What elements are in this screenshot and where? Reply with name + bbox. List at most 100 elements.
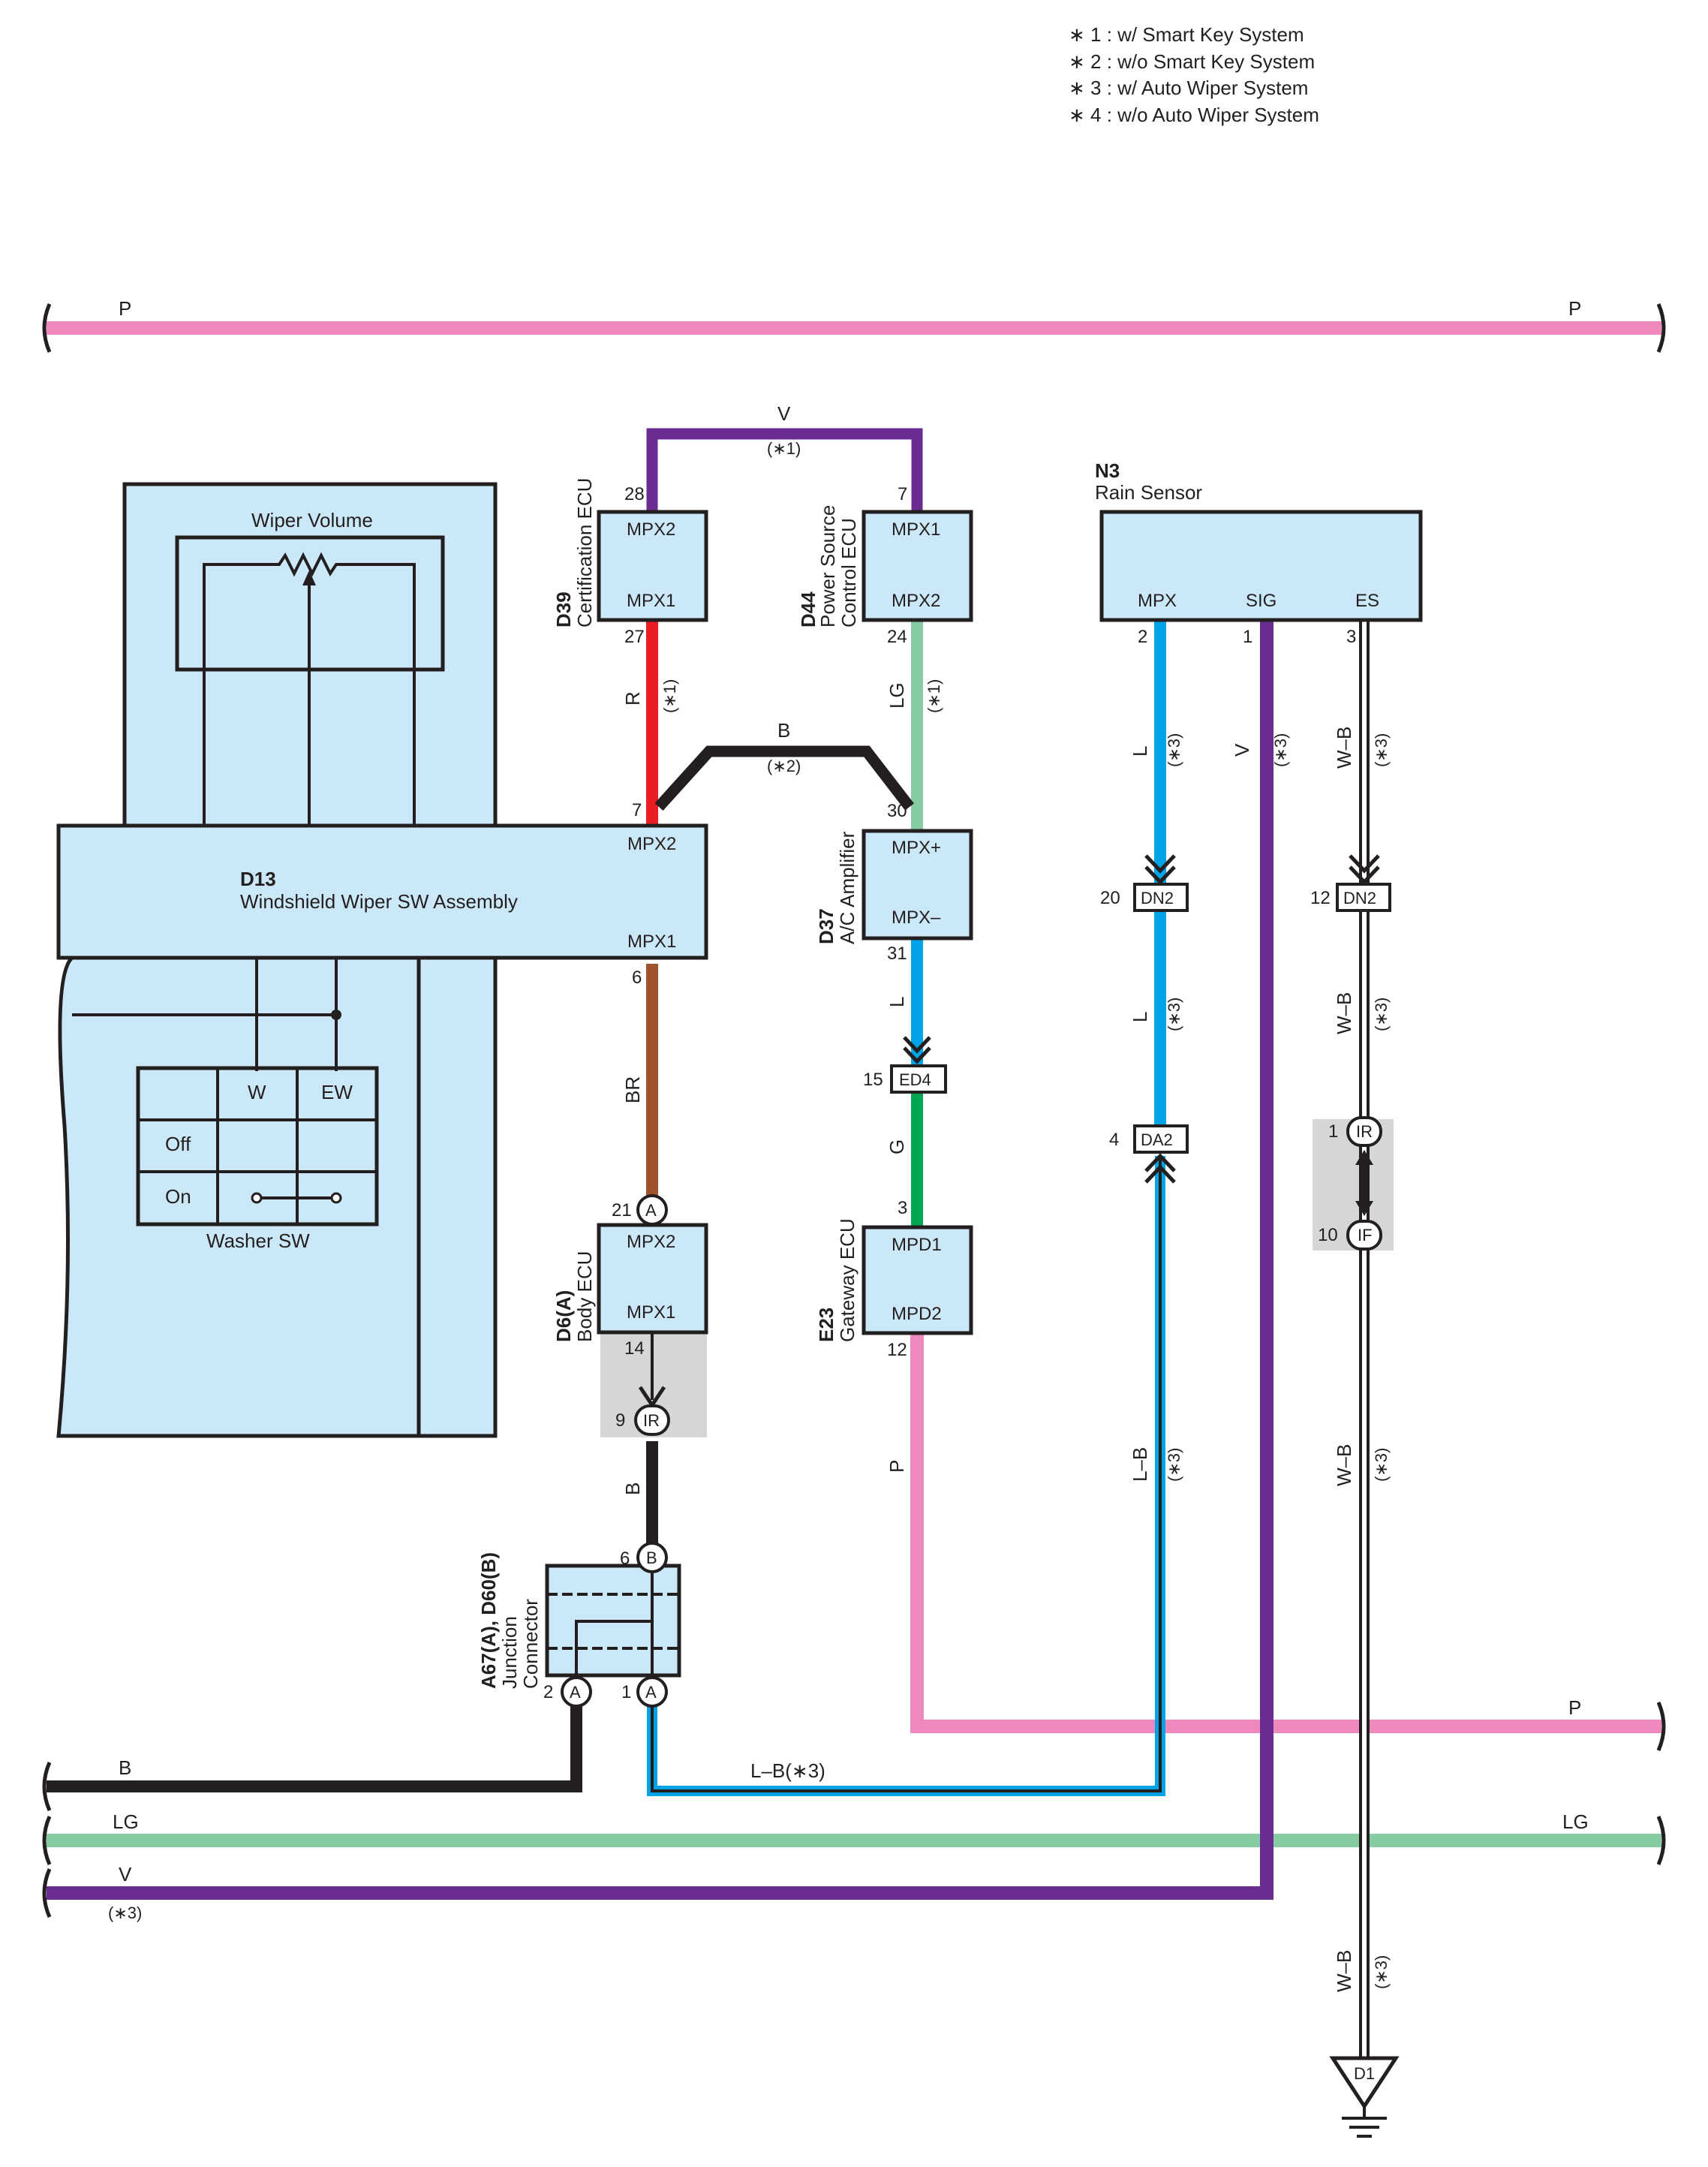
d37-pin-top: MPX+	[892, 838, 941, 858]
wiper-volume-label: Wiper Volume	[251, 509, 373, 531]
n3-box	[1099, 510, 1423, 622]
wire-v-n3	[47, 620, 1273, 1900]
label-wb-mid-note: (∗3)	[1372, 998, 1391, 1031]
label-v-bottom-note: (∗3)	[108, 1904, 142, 1922]
e23-pin-bottom: MPD2	[892, 1304, 942, 1324]
label-p-top-right: P	[1568, 297, 1581, 320]
label-r: R	[621, 691, 644, 706]
ground-d1: D1	[1329, 2056, 1400, 2138]
label-wb-n3-note: (∗3)	[1372, 733, 1391, 767]
label-l-n3: L	[1129, 746, 1151, 757]
n3-pin-es: ES	[1355, 591, 1379, 611]
ir-if-splice: IR 1 IF 10	[1313, 1116, 1394, 1251]
dn2-left-pin: 20	[1100, 888, 1120, 908]
d13-pin-mpx1: MPX1	[627, 932, 676, 952]
if-n-connector	[1346, 1220, 1382, 1251]
d44-name-line2: Control ECU	[837, 518, 860, 628]
d44-pin-bottom: MPX2	[892, 591, 940, 611]
d44-code: D44	[797, 591, 819, 628]
break-p-top-left	[42, 302, 52, 354]
label-lg-upper-note: (∗1)	[925, 679, 943, 713]
dn2-right-pin: 12	[1310, 888, 1331, 908]
d37-code: D37	[815, 908, 837, 944]
washer-row-on: On	[165, 1185, 191, 1208]
e23-gateway-ecu: MPD1 MPD2 3 12 E23 Gateway ECU	[815, 1198, 973, 1360]
d39-box	[597, 510, 708, 622]
label-p-e23: P	[886, 1460, 908, 1473]
dn2-left-arrow-icon	[1144, 854, 1176, 885]
ed4-arrow-icon	[903, 1036, 931, 1064]
ir-n-connector	[1346, 1116, 1382, 1147]
e23-box	[862, 1225, 973, 1335]
d39-num-top: 28	[624, 484, 645, 504]
label-wb-mid: W–B	[1333, 992, 1355, 1034]
label-wb-ground-note: (∗3)	[1372, 1955, 1391, 1989]
junction-connector: B 6 A 2 A 1 A67(A), D60(B) Junction Conn…	[477, 1542, 681, 1708]
d13-main-bar	[56, 823, 708, 960]
n3-pin-sig: SIG	[1246, 591, 1276, 611]
n3-num-es: 3	[1346, 627, 1356, 647]
label-b-upper-note: (∗2)	[767, 757, 801, 775]
label-lb-horiz: L–B(∗3)	[750, 1759, 825, 1782]
e23-code: E23	[815, 1308, 837, 1342]
washer-col-ew: EW	[321, 1081, 353, 1103]
junction-pin-b-marker	[636, 1542, 668, 1573]
label-wb-n3: W–B	[1333, 727, 1355, 769]
label-v-bottom: V	[119, 1863, 132, 1886]
washer-col-w: W	[248, 1081, 266, 1103]
dn2-left-code: DN2	[1141, 889, 1174, 907]
d44-pin-top: MPX1	[892, 519, 940, 540]
label-g: G	[886, 1139, 908, 1154]
ed4-connector: ED4 15	[863, 1036, 947, 1094]
label-wb-ground: W–B	[1333, 1950, 1355, 1992]
junction-internal-1	[575, 1566, 654, 1675]
ed4-box	[890, 1064, 947, 1094]
d39-pin-bottom: MPX1	[627, 591, 675, 611]
da2-pin: 4	[1109, 1130, 1119, 1150]
e23-name: Gateway ECU	[836, 1218, 859, 1342]
ir-body-code: IR	[643, 1411, 660, 1430]
dn2-right-arrow-icon	[1349, 854, 1380, 885]
label-v-top-note: (∗1)	[767, 439, 801, 458]
note-2: ∗ 2 : w/o Smart Key System	[1069, 50, 1315, 73]
n3-pin-mpx: MPX	[1138, 591, 1177, 611]
n3-rain-sensor: N3 Rain Sensor MPX SIG ES 2 1 3	[1095, 459, 1423, 647]
if-n-code: IF	[1358, 1226, 1373, 1245]
label-lg-bottom-left: LG	[113, 1810, 139, 1833]
d6-box	[597, 1223, 708, 1335]
ed4-pin: 15	[863, 1070, 883, 1090]
break-p-right	[1656, 1701, 1666, 1752]
label-wb-low-note: (∗3)	[1372, 1448, 1391, 1482]
d13-pin-7: 7	[632, 800, 642, 820]
break-lg-right	[1656, 1815, 1666, 1866]
d39-code: D39	[552, 591, 575, 628]
junction-pin-a2-marker	[561, 1676, 592, 1708]
e23-pin-top: MPD1	[892, 1235, 942, 1255]
dn2-left-connector: DN2 20	[1100, 854, 1189, 912]
d39-pin-top: MPX2	[627, 519, 675, 540]
junction-pin-b-letter: B	[646, 1549, 657, 1567]
washer-row-off: Off	[165, 1133, 191, 1155]
label-p-bottom-right: P	[1568, 1696, 1581, 1719]
label-v-n3-note: (∗3)	[1271, 733, 1290, 767]
d13-assembly: D13 Windshield Wiper SW Assembly MPX2 MP…	[56, 482, 708, 1438]
ir-body-pin: 9	[615, 1410, 625, 1431]
ir-if-arrow-down-icon	[1355, 1201, 1373, 1216]
n3-num-mpx: 2	[1138, 627, 1147, 647]
washer-sw-label: Washer SW	[206, 1229, 310, 1252]
ground-triangle	[1329, 2056, 1400, 2110]
label-v-top: V	[777, 402, 791, 425]
ground-code: D1	[1354, 2064, 1375, 2083]
e23-num-top: 3	[898, 1198, 907, 1218]
break-p-top-right	[1656, 302, 1666, 354]
d6-code: D6(A)	[552, 1290, 575, 1342]
label-br: BR	[621, 1076, 644, 1103]
d6-body-ecu: MPX2 MPX1 21 14 D6(A) Body ECU A IR 9	[552, 1194, 708, 1437]
d37-num-top: 30	[887, 801, 907, 821]
label-l-d37: L	[886, 997, 908, 1007]
dn2-right-connector: DN2 12	[1310, 854, 1391, 912]
d37-name: A/C Amplifier	[836, 831, 859, 944]
wire-p-e23	[910, 1333, 1661, 1733]
junction-pin-a1-marker	[636, 1676, 668, 1708]
d13-pin-6: 6	[632, 968, 642, 988]
